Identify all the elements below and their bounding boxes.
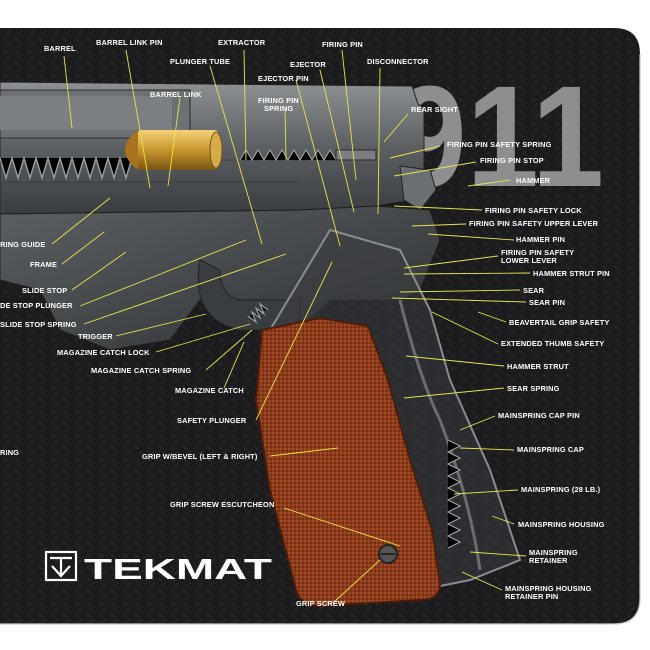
label-sear-pin: SEAR PIN: [529, 298, 565, 307]
label-mainspring-cap: MAINSPRING CAP: [517, 445, 584, 454]
label-grip-bevel: GRIP W/BEVEL (LEFT & RIGHT): [142, 452, 258, 461]
label-firing-pin-stop: FIRING PIN STOP: [480, 156, 544, 165]
firing-pin-assembly: [239, 148, 377, 162]
label-slide-stop-plunger: DE STOP PLUNGER: [0, 301, 73, 310]
label-magazine-catch-spring: MAGAZINE CATCH SPRING: [91, 366, 191, 375]
label-safety-plunger: SAFETY PLUNGER: [177, 416, 247, 425]
label-disconnector: DISCONNECTOR: [367, 57, 429, 66]
label-extended-thumb-safety: EXTENDED THUMB SAFETY: [501, 339, 604, 348]
label-trigger: TRIGGER: [78, 332, 113, 341]
cartridge: [125, 130, 223, 170]
label-left-edge-ring: RING: [0, 448, 19, 457]
label-barrel: BARREL: [44, 44, 76, 53]
label-hammer-strut-pin: HAMMER STRUT PIN: [533, 269, 610, 278]
label-firing-pin-spring-2: SPRING: [264, 104, 293, 113]
label-slide-stop-spring: SLIDE STOP SPRING: [0, 320, 77, 329]
label-ejector-pin: EJECTOR PIN: [258, 74, 309, 83]
label-firing-pin-safety-spring: FIRING PIN SAFETY SPRING: [447, 140, 552, 149]
label-grip-screw-escutcheon: GRIP SCREW ESCUTCHEON: [170, 500, 274, 509]
label-firing-pin: FIRING PIN: [322, 40, 363, 49]
label-magazine-catch: MAGAZINE CATCH: [175, 386, 244, 395]
label-magazine-catch-lock: MAGAZINE CATCH LOCK: [57, 348, 150, 357]
label-beavertail-grip-safety: BEAVERTAIL GRIP SAFETY: [509, 318, 609, 327]
label-firing-pin-safety-lower-lever-2: LOWER LEVER: [501, 256, 557, 265]
label-barrel-link: BARREL LINK: [150, 90, 202, 99]
label-extractor: EXTRACTOR: [218, 38, 266, 47]
label-firing-pin-safety-upper-lever: FIRING PIN SAFETY UPPER LEVER: [469, 219, 599, 228]
wood-grip-panel: [254, 316, 442, 608]
label-grip-screw: GRIP SCREW: [296, 599, 345, 608]
label-frame: FRAME: [30, 260, 57, 269]
label-rear-sight: REAR SIGHT: [411, 105, 458, 114]
label-mainspring-retainer-2: RETAINER: [529, 556, 568, 565]
label-slide-stop: SLIDE STOP: [22, 286, 67, 295]
label-mainspring-housing-retainer-pin-1: MAINSPRING HOUSING: [505, 584, 592, 593]
label-plunger-tube: PLUNGER TUBE: [170, 57, 230, 66]
magazine-catch-spring: [247, 302, 269, 324]
brand-name: TEKMAT: [84, 554, 272, 586]
label-firing-pin-spring-1: FIRING PIN: [258, 96, 299, 105]
recoil-spring: [0, 155, 133, 181]
label-barrel-link-pin: BARREL LINK PIN: [96, 38, 163, 47]
label-hammer-strut: HAMMER STRUT: [507, 362, 569, 371]
label-mainspring-cap-pin: MAINSPRING CAP PIN: [498, 411, 580, 420]
label-mainspring-housing: MAINSPRING HOUSING: [518, 520, 605, 529]
label-mainspring-housing-retainer-pin-2: RETAINER PIN: [505, 592, 558, 601]
tekmat-logo-mark: [44, 550, 78, 582]
tekmat-logo: TEKMAT: [44, 550, 272, 586]
part-labels: BARREL BARREL LINK PIN EXTRACTOR FIRING …: [0, 38, 610, 608]
label-firing-pin-safety-lock: FIRING PIN SAFETY LOCK: [485, 206, 582, 215]
label-hammer-pin: HAMMER PIN: [516, 235, 565, 244]
label-mainspring-retainer-1: MAINSPRING: [529, 548, 578, 557]
label-hammer: HAMMER: [516, 176, 551, 185]
label-mainspring: MAINSPRING (28 LB.): [521, 485, 601, 494]
hammer: [399, 165, 437, 211]
label-recoil-spring-guide: RING GUIDE: [0, 240, 45, 249]
leader-lines: [51, 49, 531, 603]
label-sear-spring: SEAR SPRING: [507, 384, 560, 393]
label-ejector: EJECTOR: [290, 60, 326, 69]
label-sear: SEAR: [523, 286, 545, 295]
label-firing-pin-safety-lower-lever-1: FIRING PIN SAFETY: [501, 248, 574, 257]
